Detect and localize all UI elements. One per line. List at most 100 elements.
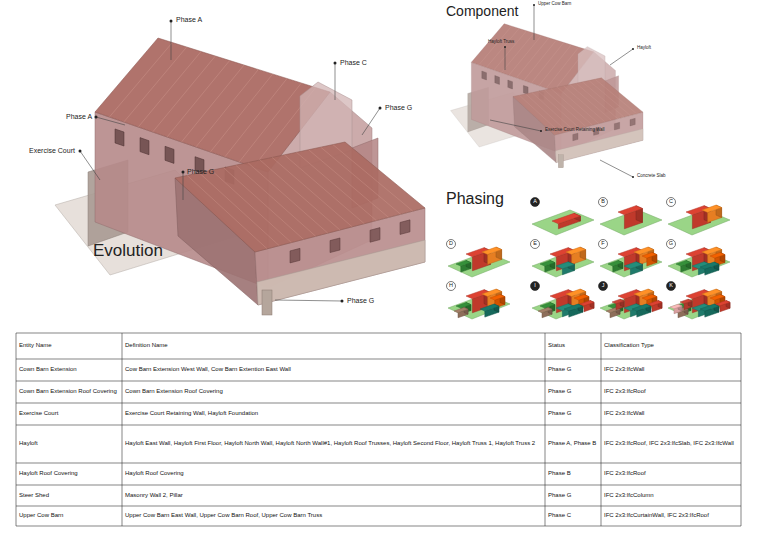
table-cell: Upper Cow Barn xyxy=(19,506,119,526)
table-rule xyxy=(16,381,741,382)
roof-hatch xyxy=(539,45,571,86)
table-rule xyxy=(16,485,741,486)
leader-line xyxy=(96,117,125,125)
table-cell: IFC 2x3:IfcCurtainWall, IFC 2x3:IfcRoof xyxy=(604,506,738,526)
block-top xyxy=(566,247,586,254)
roof-hatch xyxy=(187,175,267,248)
roof-hatch xyxy=(524,40,556,80)
phase-thumbnail xyxy=(531,282,595,320)
window xyxy=(165,146,174,163)
block-top xyxy=(456,303,471,309)
table-cell: IFC 2x3:IfcWall xyxy=(604,359,738,381)
roof-hatch xyxy=(595,79,637,114)
block-top xyxy=(670,304,682,309)
window xyxy=(630,118,635,126)
evolution-model xyxy=(55,38,425,315)
block-top xyxy=(538,308,552,313)
panel-heading: Phasing xyxy=(446,190,504,208)
block-top xyxy=(702,205,722,212)
phase-letter: F xyxy=(599,240,608,249)
table-cell: Phase G xyxy=(548,485,598,506)
part-name: Concrete Slab xyxy=(637,174,666,179)
block-top xyxy=(540,303,555,309)
leader-dot xyxy=(170,20,173,23)
table-cell: IFC 2x3:IfcRoof xyxy=(604,463,738,485)
phase-callout: Phase G xyxy=(347,297,374,305)
table-rule xyxy=(16,333,17,526)
roof-hatch xyxy=(538,91,580,128)
roof-hatch xyxy=(309,150,389,218)
table-rule xyxy=(16,463,741,464)
roof-hatch xyxy=(531,42,563,83)
extension-roof xyxy=(175,142,425,252)
roof-hatch xyxy=(167,61,230,138)
roof-hatch xyxy=(494,31,527,70)
roof-hatch xyxy=(486,28,519,67)
window xyxy=(400,220,410,235)
table-rule xyxy=(601,333,602,526)
table-cell: IFC 2x3:IfcWall xyxy=(604,403,738,425)
roof-hatch xyxy=(576,83,618,119)
phase-letter: J xyxy=(599,282,608,291)
block-top xyxy=(608,261,623,267)
table-cell: Masonry Wall 2, Pillar xyxy=(125,485,542,506)
window xyxy=(290,248,300,263)
window xyxy=(495,76,500,85)
leader-dot xyxy=(95,116,98,119)
leader-dot xyxy=(533,4,535,6)
phase-letter: B xyxy=(599,198,608,207)
table-cell: Steer Shed xyxy=(19,485,119,506)
block-top xyxy=(482,247,502,254)
panel-heading: Evolution xyxy=(93,242,163,261)
table-cell: Cown Barn Extension xyxy=(19,359,119,381)
phase-thumbnail xyxy=(599,198,663,236)
roof-hatch xyxy=(260,160,340,230)
table-cell: Phase C xyxy=(548,506,598,526)
roof-hatch xyxy=(526,94,568,132)
leader-line xyxy=(490,120,541,131)
table-rule xyxy=(16,403,741,404)
roof-hatch xyxy=(582,82,624,117)
phase-letter-circle xyxy=(447,282,456,291)
phase-thumbnail xyxy=(531,198,595,236)
block-top xyxy=(556,262,574,269)
roof-hatch xyxy=(153,56,216,132)
roof-hatch xyxy=(109,43,172,118)
part-name: Exercise Court xyxy=(29,147,75,155)
pillar xyxy=(558,155,563,168)
roof-hatch xyxy=(248,163,328,234)
phase-letter-circle xyxy=(599,240,608,249)
leader-line xyxy=(610,49,633,65)
leader-dot xyxy=(379,107,382,110)
phase-letter-circle xyxy=(599,282,608,291)
table-rule xyxy=(122,333,123,526)
phase-callout: Phase G xyxy=(385,104,412,112)
stone-base xyxy=(556,129,643,163)
roof-hatch xyxy=(516,38,549,78)
part-name: Exercise Court Retaining Wall xyxy=(545,128,605,133)
phase-letter: C xyxy=(667,198,676,207)
window xyxy=(508,80,513,89)
table-rule xyxy=(16,359,741,360)
table-cell: Cown Barn Extension Roof Covering xyxy=(19,381,119,403)
roof-hatch xyxy=(199,173,279,246)
window xyxy=(115,129,124,146)
block-top xyxy=(716,301,730,306)
leader-line xyxy=(534,5,535,40)
table-header-cell: Status xyxy=(548,333,598,359)
component-model xyxy=(451,24,643,168)
block-top xyxy=(642,253,657,259)
roof-hatch xyxy=(479,26,512,65)
roof-hatch xyxy=(239,83,301,162)
block-top xyxy=(642,295,657,301)
roof-hatch xyxy=(211,170,291,242)
phase-thumbnail xyxy=(447,240,511,278)
block-top xyxy=(574,295,589,301)
table-rule xyxy=(16,425,741,426)
phase-letter-circle xyxy=(531,240,540,249)
roof-hatch xyxy=(564,86,606,122)
phase-letter: A xyxy=(531,198,540,207)
block-top xyxy=(540,261,555,267)
roof-hatch xyxy=(182,65,245,142)
